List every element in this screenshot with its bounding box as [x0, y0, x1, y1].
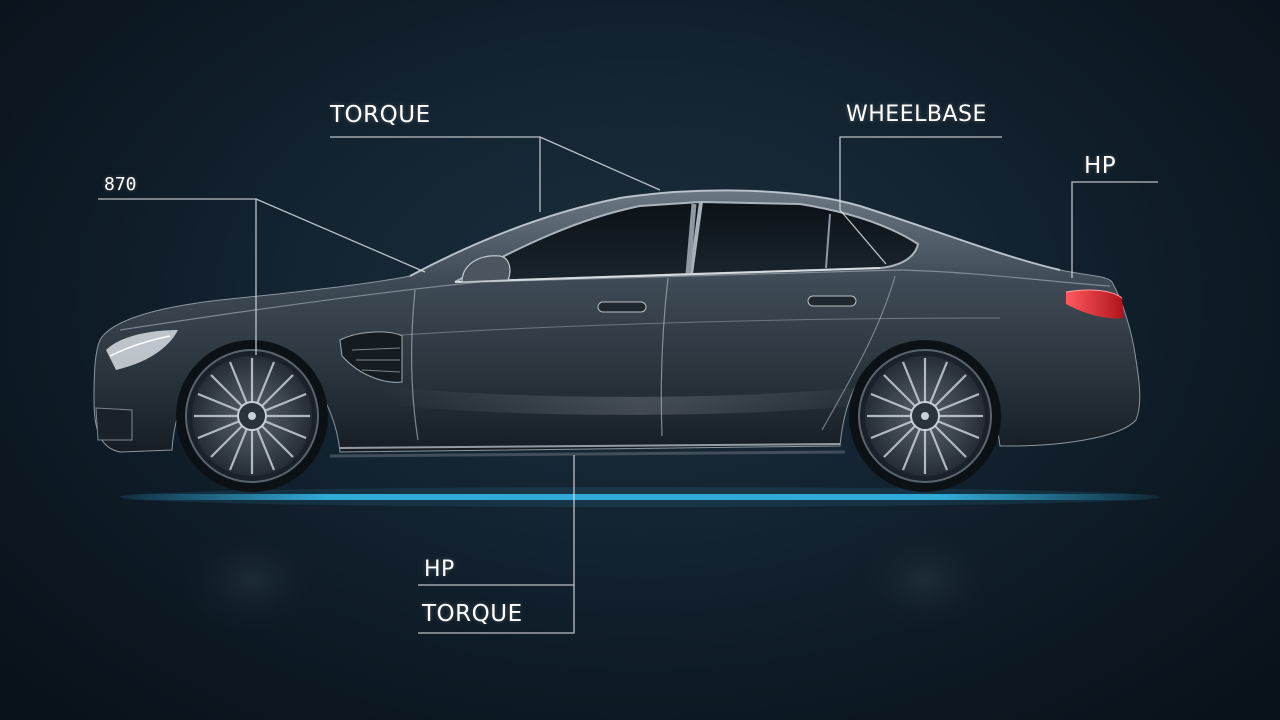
rear-wheel — [849, 340, 1001, 492]
callout-line-torque-top — [330, 136, 661, 212]
floor-glow — [120, 487, 1160, 507]
car-windows — [454, 200, 920, 283]
callout-hp-right: HP — [1084, 153, 1117, 179]
headlight — [95, 330, 178, 441]
callout-wheelbase: WHEELBASE — [846, 102, 987, 127]
callout-torque-bottom: TORQUE — [422, 601, 523, 627]
callout-line-bottom — [418, 455, 575, 634]
callout-line-hp-right — [1071, 181, 1158, 278]
wheel-reflections — [172, 518, 1005, 642]
fender-vent — [339, 331, 403, 383]
tail-light — [1065, 289, 1124, 319]
front-wheel — [176, 340, 328, 492]
callout-hp-bottom: HP — [424, 557, 455, 582]
callout-value-870: 870 — [104, 174, 137, 195]
callout-torque-top: TORQUE — [330, 102, 431, 128]
side-mirror — [461, 255, 511, 283]
car-doors — [339, 255, 896, 441]
callout-line-870 — [98, 198, 426, 355]
callout-line-wheelbase — [839, 136, 1002, 265]
